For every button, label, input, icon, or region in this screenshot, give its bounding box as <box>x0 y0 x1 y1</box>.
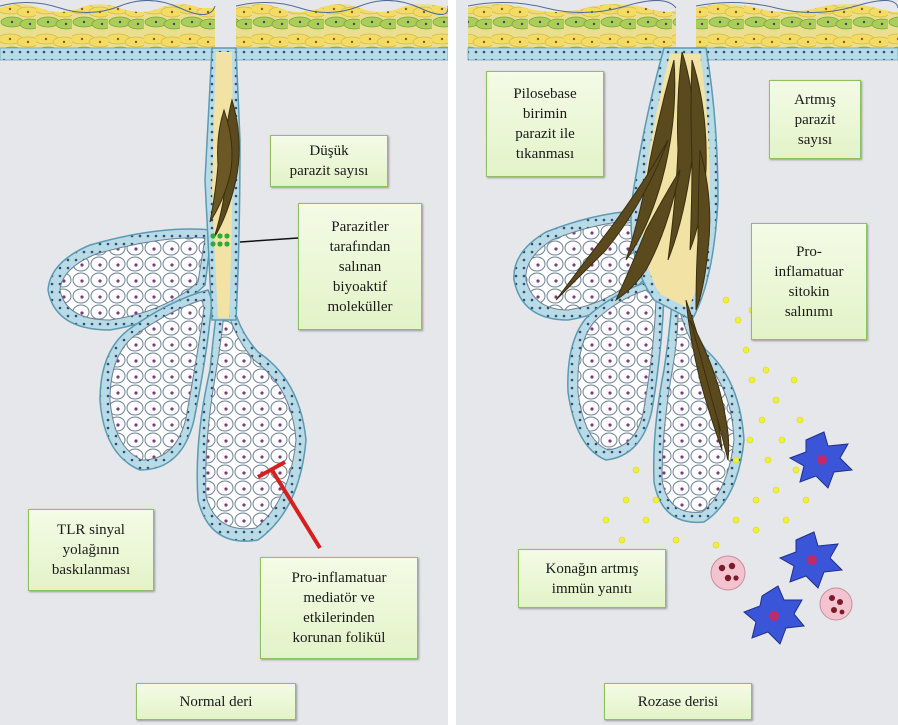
label-low-parasite-count: Düşük parazit sayısı <box>270 135 388 187</box>
epidermis-right <box>236 4 448 48</box>
caption-rosacea-skin: Rozase derisi <box>604 683 752 720</box>
label-tlr-suppression: TLR sinyal yolağının baskılanması <box>28 509 154 591</box>
rosacea-skin-panel: Pilosebase birimin parazit ile tıkanması… <box>456 0 898 725</box>
caption-normal-skin: Normal deri <box>136 683 296 720</box>
neutrophil <box>711 556 745 590</box>
label-bioactive-molecules: Parazitler tarafından salınan biyoaktif … <box>298 203 422 330</box>
basal-layer-right <box>696 48 898 60</box>
label-host-immune-response: Konağın artmış immün yanıtı <box>518 549 666 608</box>
neutrophil <box>820 588 852 620</box>
basal-layer-left <box>0 48 215 60</box>
label-increased-parasite-count: Artmış parazit sayısı <box>769 80 861 159</box>
label-pilosebaceous-blockage: Pilosebase birimin parazit ile tıkanması <box>486 71 604 177</box>
label-protected-follicle: Pro-inflamatuar mediatör ve etkilerinden… <box>260 557 418 659</box>
label-cytokine-release: Pro- inflamatuar sitokin salınımı <box>751 223 867 340</box>
basal-layer-left <box>468 48 676 60</box>
normal-skin-panel: Düşük parazit sayısı Parazitler tarafınd… <box>0 0 448 725</box>
basal-layer-right <box>236 48 448 60</box>
epidermis-left <box>0 4 215 48</box>
